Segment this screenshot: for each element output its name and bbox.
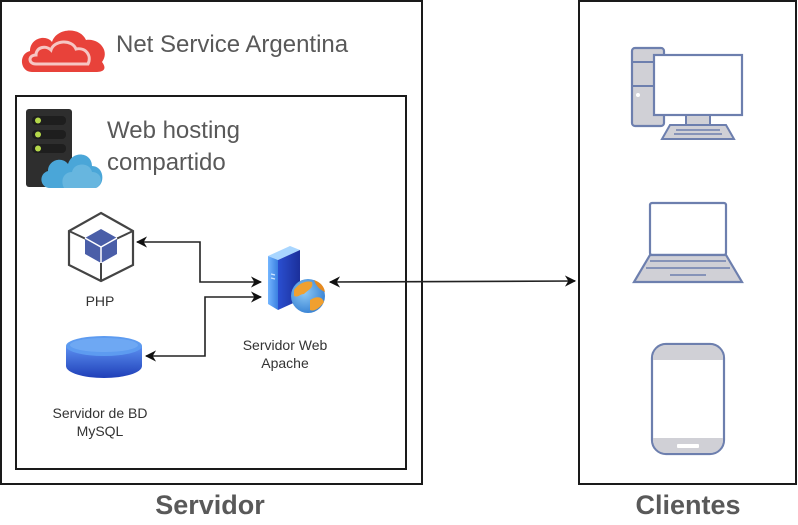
desktop-computer-icon bbox=[630, 46, 744, 140]
apache-label: Servidor Web Apache bbox=[225, 336, 345, 372]
clients-group-title: Clientes bbox=[635, 490, 741, 520]
server-group-title: Servidor bbox=[155, 490, 265, 520]
connector-apache-clients bbox=[328, 275, 577, 288]
provider-name: Net Service Argentina bbox=[116, 31, 349, 58]
cube-icon bbox=[67, 211, 135, 283]
mysql-label: Servidor de BD MySQL bbox=[25, 404, 175, 440]
hosting-name: Web hosting compartido bbox=[107, 115, 240, 179]
connector-apache-php bbox=[135, 236, 263, 288]
connector-apache-mysql bbox=[144, 291, 263, 362]
database-icon bbox=[66, 336, 142, 378]
apache-label-line2: Apache bbox=[261, 355, 309, 371]
mysql-label-line2: MySQL bbox=[76, 423, 124, 439]
server-cloud-icon bbox=[26, 109, 103, 188]
php-label: PHP bbox=[85, 293, 115, 309]
apache-label-line1: Servidor Web bbox=[242, 337, 328, 353]
hosting-name-line2: compartido bbox=[107, 149, 226, 176]
smartphone-icon bbox=[650, 342, 726, 456]
laptop-icon bbox=[632, 201, 744, 284]
clients-group-box bbox=[578, 0, 797, 485]
server-group-box bbox=[0, 0, 423, 485]
hosting-name-line1: Web hosting bbox=[107, 117, 240, 144]
red-cloud-icon bbox=[21, 30, 105, 72]
web-server-globe-icon bbox=[268, 246, 325, 313]
mysql-label-line1: Servidor de BD bbox=[52, 405, 148, 421]
